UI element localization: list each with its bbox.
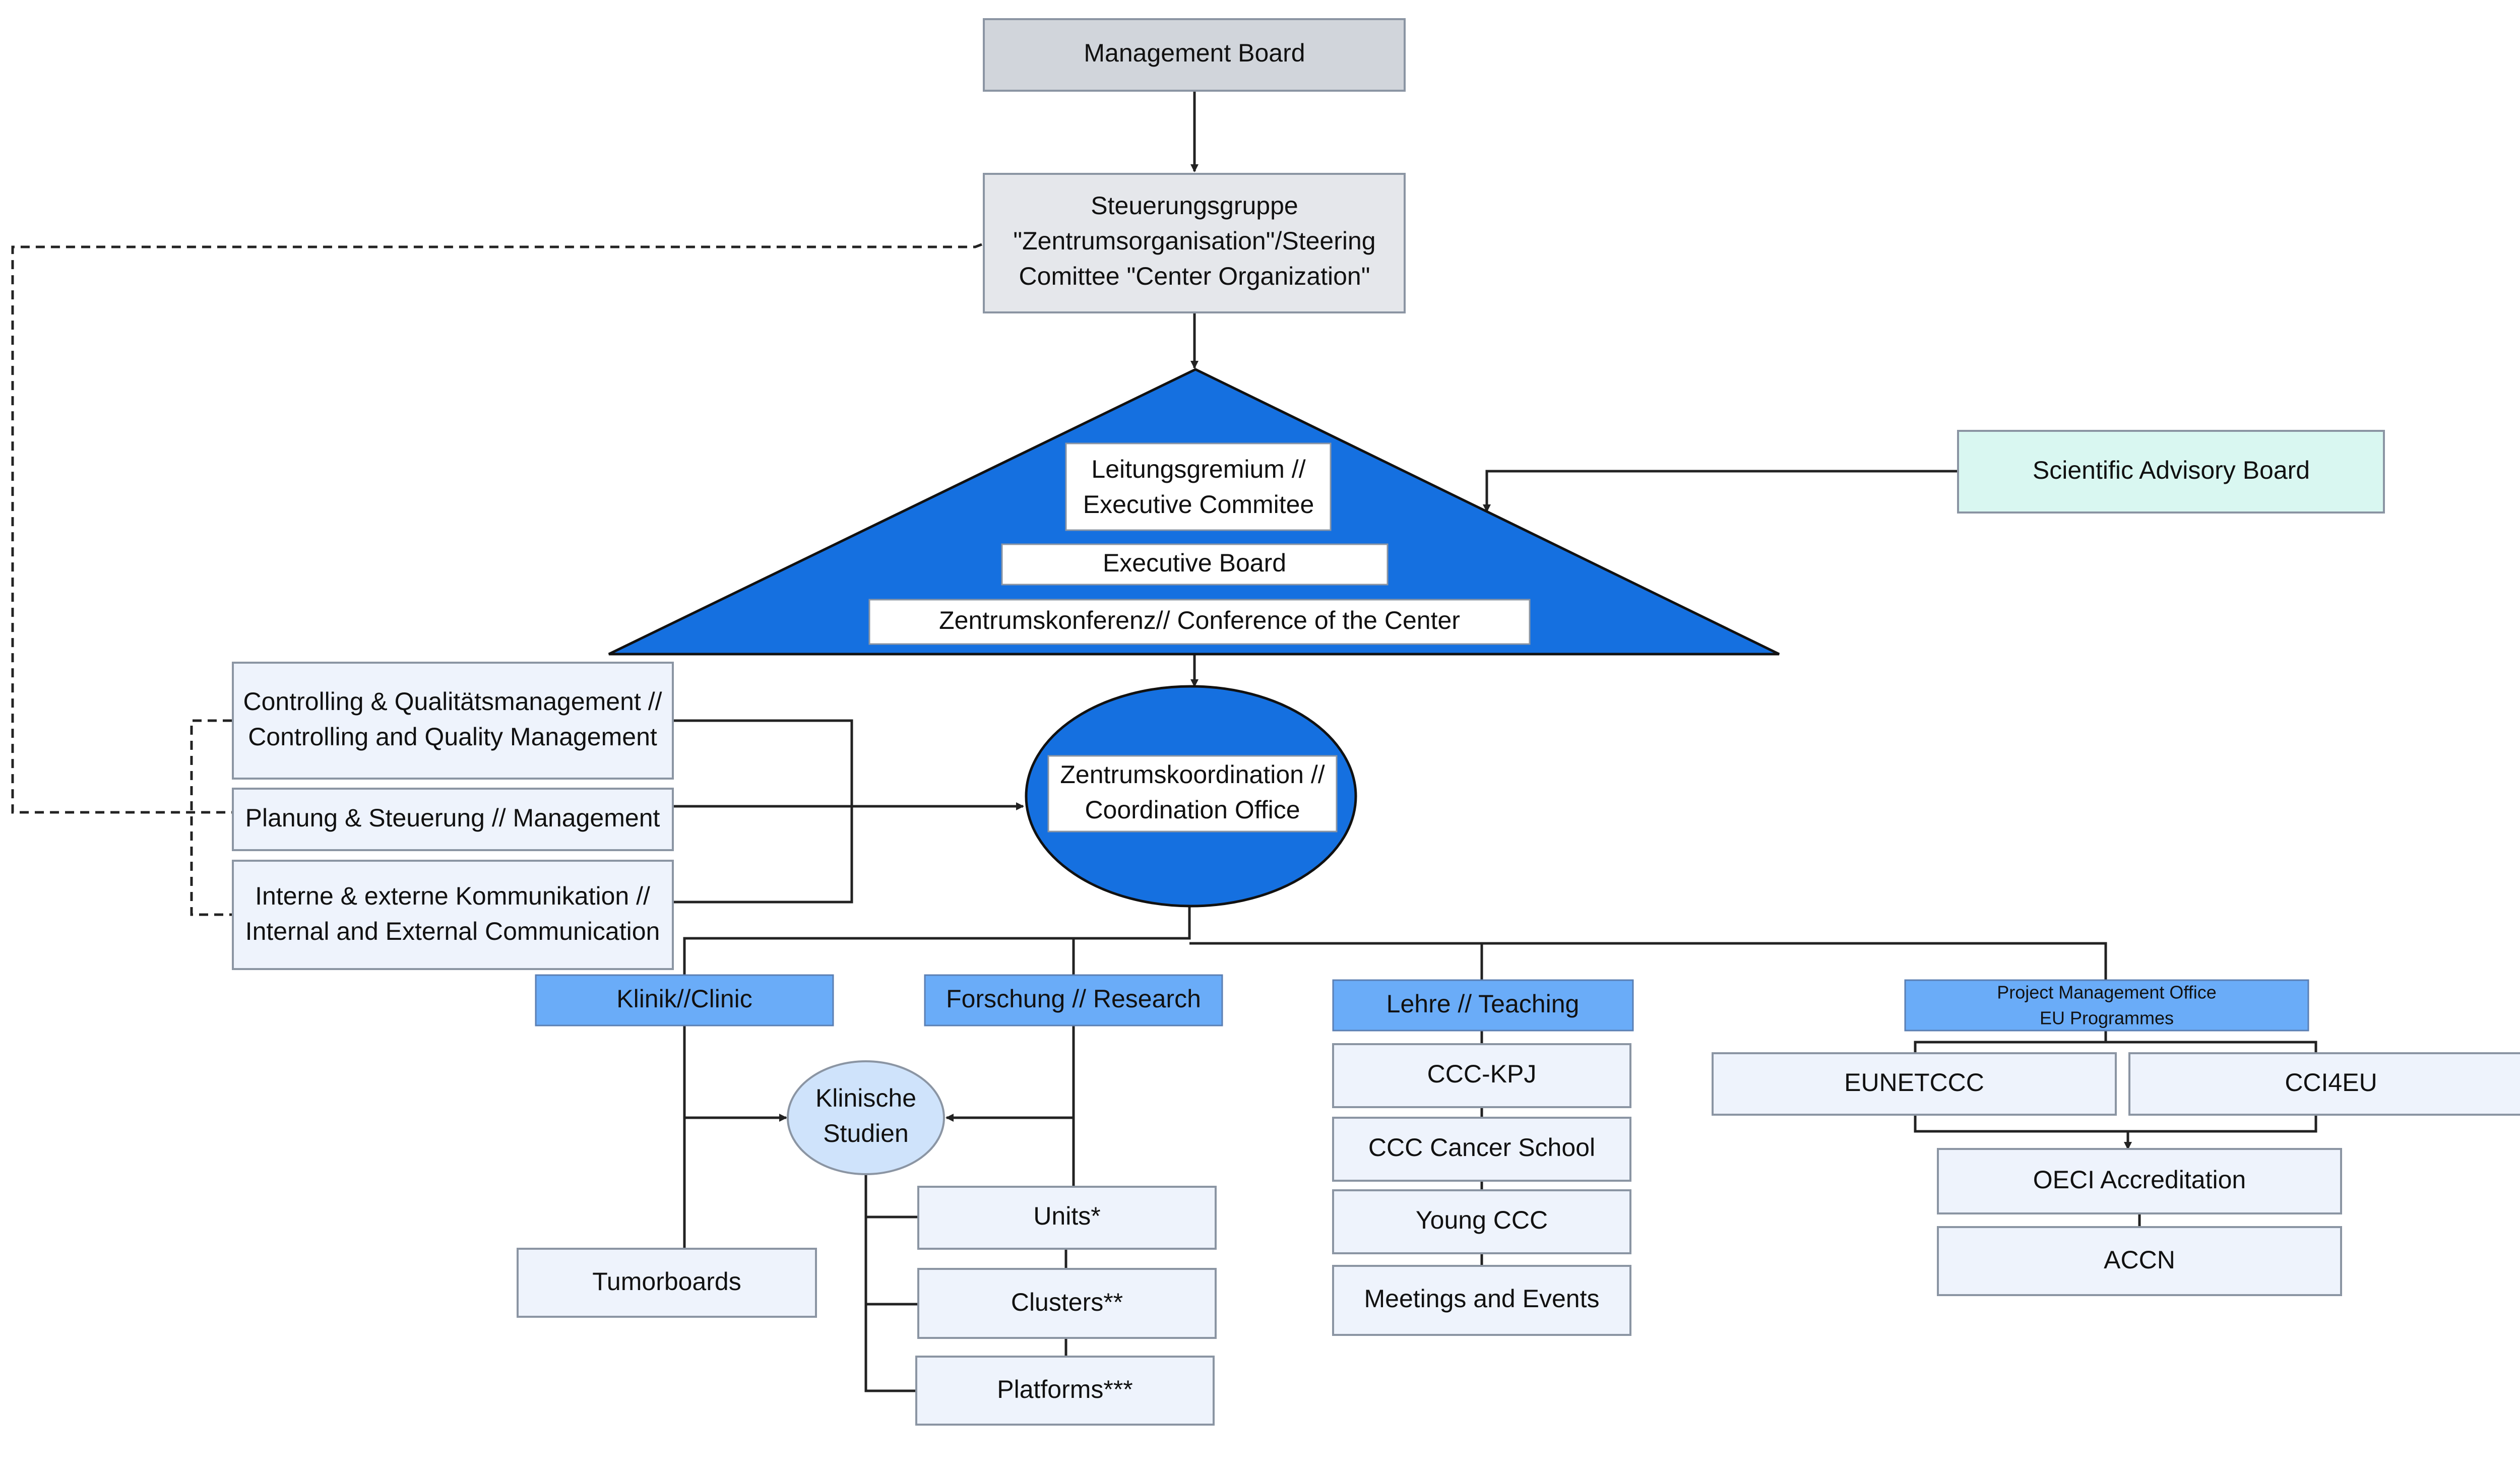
- edge-dashed-steering-loop: [11, 243, 982, 814]
- clusters-label: Clusters**: [1011, 1288, 1123, 1316]
- lehre-label: Lehre // Teaching: [1387, 990, 1580, 1018]
- edge-coordination-bus: [683, 907, 1191, 975]
- klinik-label: Klinik//Clinic: [616, 985, 752, 1013]
- controlling-label-line-1: Controlling & Qualitätsmanagement //: [243, 687, 662, 716]
- platforms-node: Platforms***: [915, 1356, 1215, 1426]
- forschung-label: Forschung // Research: [946, 985, 1201, 1013]
- pmo-label-line-2: EU Programmes: [2040, 1008, 2174, 1029]
- clusters-node: Clusters**: [917, 1268, 1217, 1339]
- klinik-node: Klinik//Clinic: [535, 974, 834, 1027]
- accn-label: ACCN: [2104, 1246, 2175, 1274]
- cci4eu-label: CCI4EU: [2285, 1068, 2377, 1097]
- klinische-studien-label-line-1: Klinische: [815, 1084, 916, 1112]
- ccc-kpj-label: CCC-KPJ: [1427, 1060, 1537, 1088]
- units-node: Units*: [917, 1186, 1217, 1250]
- leadership-triangle: Leitungsgremium // Executive Commitee Ex…: [608, 368, 1780, 656]
- controlling-label-line-2: Controlling and Quality Management: [248, 723, 657, 751]
- connectors: [11, 91, 2317, 1392]
- scientific-advisory-board-label: Scientific Advisory Board: [2033, 456, 2310, 484]
- management-board-node: Management Board: [983, 18, 1406, 92]
- management-board-label: Management Board: [1084, 39, 1305, 67]
- leitungsgremium-label-line-2: Executive Commitee: [1083, 490, 1314, 519]
- planung-node: Planung & Steuerung // Management: [232, 788, 674, 851]
- cancer-school-node: CCC Cancer School: [1332, 1117, 1631, 1182]
- steering-committee-node: Steuerungsgruppe "Zentrumsorganisation"/…: [983, 173, 1406, 313]
- lehre-node: Lehre // Teaching: [1332, 979, 1634, 1032]
- tumorboards-label: Tumorboards: [592, 1267, 741, 1296]
- forschung-node: Forschung // Research: [924, 974, 1223, 1027]
- edge-studien-stack: [864, 1173, 917, 1392]
- coordination-label-line-1: Zentrumskoordination //: [1060, 760, 1325, 789]
- edge-bus-lehre-pmo: [1189, 942, 2107, 980]
- accn-node: ACCN: [1937, 1226, 2342, 1296]
- steering-label-line-2: "Zentrumsorganisation"/Steering: [1013, 227, 1375, 255]
- oeci-label: OECI Accreditation: [2033, 1166, 2246, 1194]
- eunetccc-label: EUNETCCC: [1844, 1068, 1984, 1097]
- kommunikation-label-line-2: Internal and External Communication: [245, 917, 660, 945]
- kommunikation-label-line-1: Interne & externe Kommunikation //: [255, 882, 650, 910]
- ccc-kpj-node: CCC-KPJ: [1332, 1043, 1631, 1108]
- oeci-node: OECI Accreditation: [1937, 1148, 2342, 1214]
- cancer-school-label: CCC Cancer School: [1368, 1133, 1595, 1162]
- scientific-advisory-board-node: Scientific Advisory Board: [1957, 430, 2385, 514]
- klinische-studien-node: Klinische Studien: [787, 1060, 945, 1175]
- leitungsgremium-label-line-1: Leitungsgremium //: [1091, 455, 1305, 483]
- steering-label-line-1: Steuerungsgruppe: [1091, 191, 1298, 220]
- edge-controlling: [673, 719, 853, 904]
- steering-label-line-3: Comittee "Center Organization": [1019, 262, 1370, 290]
- klinische-studien-label-line-2: Studien: [823, 1119, 909, 1147]
- controlling-node: Controlling & Qualitätsmanagement // Con…: [232, 662, 674, 780]
- zentrumskonferenz-label: Zentrumskonferenz// Conference of the Ce…: [939, 606, 1460, 634]
- edge-dashed-staff-loop: [190, 719, 232, 916]
- platforms-label: Platforms***: [997, 1375, 1133, 1403]
- edge-eu-oeci: [1914, 1114, 2317, 1133]
- meetings-events-node: Meetings and Events: [1332, 1265, 1631, 1336]
- planung-label: Planung & Steuerung // Management: [245, 804, 660, 832]
- coordination-label-line-2: Coordination Office: [1085, 796, 1300, 824]
- young-ccc-label: Young CCC: [1416, 1206, 1548, 1234]
- kommunikation-node: Interne & externe Kommunikation // Inter…: [232, 860, 674, 970]
- young-ccc-node: Young CCC: [1332, 1189, 1631, 1254]
- units-label: Units*: [1033, 1202, 1100, 1230]
- edge-pmo-eu: [1914, 1041, 2317, 1053]
- pmo-label-line-1: Project Management Office: [1997, 982, 2217, 1003]
- eunetccc-node: EUNETCCC: [1712, 1052, 2117, 1116]
- pmo-node: Project Management Office EU Programmes: [1904, 979, 2309, 1032]
- coordination-office-node: Zentrumskoordination // Coordination Off…: [1025, 685, 1357, 908]
- edge-advisory-triangle: [1483, 470, 1958, 512]
- meetings-events-label: Meetings and Events: [1364, 1285, 1600, 1313]
- executive-board-label: Executive Board: [1103, 549, 1286, 577]
- tumorboards-node: Tumorboards: [517, 1248, 817, 1318]
- cci4eu-node: CCI4EU: [2128, 1052, 2520, 1116]
